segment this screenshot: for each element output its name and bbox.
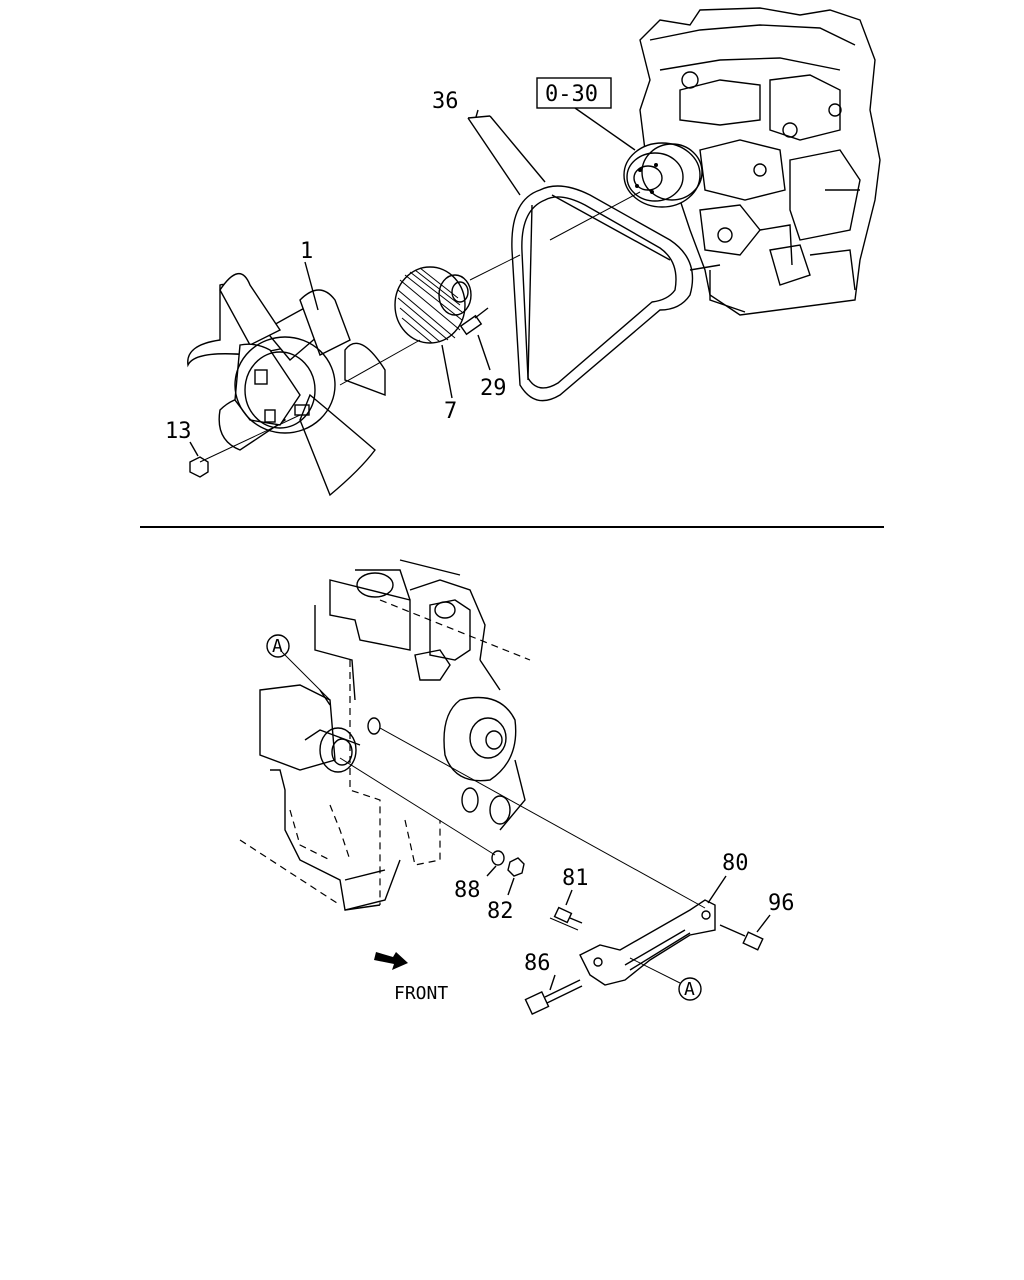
bolt-81 <box>553 906 583 924</box>
ref-a-right-label: A <box>684 979 695 1000</box>
reference-a-right: A <box>678 977 702 1001</box>
reference-box-0-30: 0-30 <box>536 77 612 109</box>
callout-29: 29 <box>480 376 507 401</box>
callout-7: 7 <box>444 399 457 424</box>
callout-80: 80 <box>722 851 749 876</box>
reference-box-label: 0-30 <box>545 82 598 107</box>
ref-a-left-label: A <box>272 636 283 657</box>
callout-82: 82 <box>487 899 514 924</box>
adjusting-bracket-80 <box>579 899 716 986</box>
bolt-86 <box>524 979 583 1015</box>
drive-belt <box>511 185 694 402</box>
reference-a-left: A <box>266 634 290 658</box>
washer-a <box>367 717 381 735</box>
crank-pulley <box>623 142 703 208</box>
callout-81: 81 <box>562 866 589 891</box>
bottom-leader-lines <box>281 651 771 991</box>
callout-96: 96 <box>768 891 795 916</box>
front-label: FRONT <box>394 983 448 1004</box>
nut-13 <box>189 456 209 478</box>
callout-86: 86 <box>524 951 551 976</box>
callout-13: 13 <box>165 419 192 444</box>
callout-88: 88 <box>454 878 481 903</box>
top-leader-lines <box>189 107 641 463</box>
washer-88 <box>491 850 505 866</box>
nut-82 <box>507 857 525 877</box>
fan-clutch <box>394 266 472 344</box>
front-arrow-icon <box>374 952 408 970</box>
bolt-96 <box>719 924 764 951</box>
engine-block-bottom <box>239 559 531 911</box>
bolt-29 <box>459 307 489 336</box>
callout-1: 1 <box>300 239 313 264</box>
callout-36: 36 <box>432 89 459 114</box>
cooling-fan <box>187 273 386 497</box>
